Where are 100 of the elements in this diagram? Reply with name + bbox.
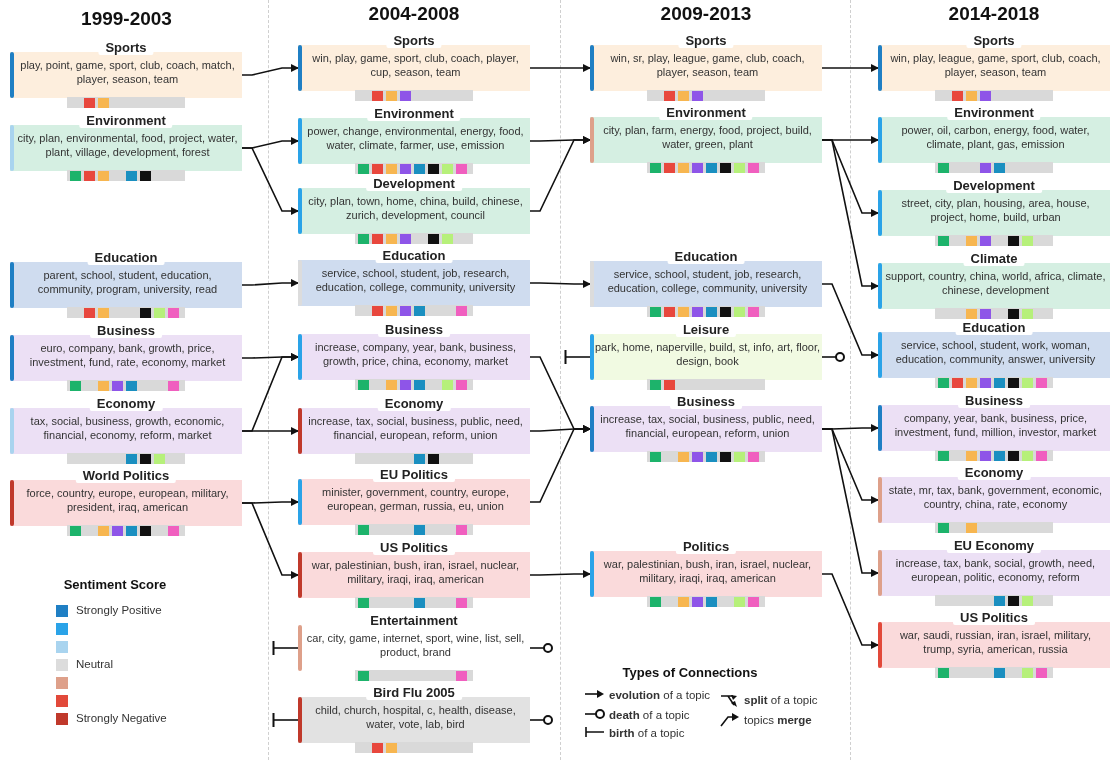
topic-title: Business [90, 323, 162, 338]
period-heading: 2009-2013 [659, 3, 753, 25]
connector-arrow [241, 147, 299, 215]
topic-card [878, 320, 1110, 388]
topic-keywords: force, country, europe, european, military, president, iraq, american [25, 486, 230, 514]
connector-arrow [821, 428, 879, 577]
topic-card [878, 105, 1110, 173]
legend-title: Sentiment Score [62, 577, 168, 592]
topic-keywords: minister, government, country, europe, european, german, russia, eu, union [321, 485, 510, 513]
topic-card [590, 539, 822, 607]
topic-card [590, 394, 822, 462]
topic-card [878, 33, 1110, 101]
legend-text: Strongly Positive [76, 604, 162, 616]
connector-arrow [529, 64, 591, 72]
topic-keywords: car, city, game, internet, sport, wine, list, sell, product, brand [305, 631, 526, 659]
connector-arrow [529, 280, 591, 288]
connector-arrow [241, 427, 299, 435]
topic-card [298, 685, 530, 753]
topic-title: Development [366, 176, 462, 191]
legend-title: Types of Connections [621, 665, 759, 680]
topic-keywords: increase, company, year, bank, business, growth, price, china, economy, market [314, 340, 517, 368]
topic-title: Education [375, 248, 453, 263]
topic-keywords: increase, tax, bank, social, growth, need, european, politic, economy, reform [894, 556, 1097, 584]
topic-keywords: service, school, student, work, woman, education, community, answer, university [894, 338, 1097, 366]
topic-title: Bird Flu 2005 [366, 685, 462, 700]
period-heading: 2014-2018 [947, 3, 1041, 25]
topic-card [590, 249, 822, 317]
connector-arrow [241, 502, 299, 579]
topic-keywords: power, oil, carbon, energy, food, water, climate, plant, gas, emission [900, 123, 1091, 151]
topic-card [878, 538, 1110, 606]
topic-card [298, 106, 530, 174]
topic-card [298, 322, 530, 390]
topic-card [10, 468, 242, 536]
topic-keywords: service, school, student, job, research, education, college, community, university [606, 267, 809, 295]
topic-card [10, 396, 242, 464]
topic-keywords: play, point, game, sport, club, coach, match, player, season, team [19, 58, 236, 86]
topic-card [298, 467, 530, 535]
topic-card [298, 176, 530, 244]
topic-title: Sports [678, 33, 734, 48]
topic-keywords: company, year, bank, business, price, investment, fund, million, investor, market [893, 411, 1098, 439]
period-heading: 2004-2008 [367, 3, 461, 25]
topic-title: EU Economy [946, 538, 1042, 553]
topic-keywords: euro, company, bank, growth, price, investment, fund, rate, economy, market [28, 341, 227, 369]
topic-card [10, 113, 242, 181]
topic-title: Environment [367, 106, 461, 121]
topic-keywords: city, plan, farm, energy, food, project, build, water, green, plant [602, 123, 813, 151]
topic-title: Sports [98, 40, 154, 55]
topic-keywords: state, mr, tax, bank, government, economic, country, china, rate, economy [887, 483, 1104, 511]
legend-text: death of a topic [609, 709, 690, 721]
topic-title: EU Politics [373, 467, 455, 482]
topic-keywords: service, school, student, job, research, education, college, community, university [314, 266, 517, 294]
topic-title: Sports [966, 33, 1022, 48]
connector-arrow [241, 279, 299, 287]
legend-text: split of a topic [744, 694, 818, 706]
topic-card [298, 396, 530, 464]
topic-title: Economy [89, 396, 163, 411]
topic-keywords: increase, tax, social, business, public, need, financial, european, reform, union [307, 414, 524, 442]
topic-title: Environment [947, 105, 1041, 120]
legend-text: evolution of a topic [609, 689, 710, 701]
connector-arrow [241, 64, 299, 76]
topic-title: World Politics [75, 468, 177, 483]
legend-text: birth of a topic [609, 727, 685, 739]
topic-title: Environment [659, 105, 753, 120]
topic-title: Business [670, 394, 742, 409]
topic-keywords: city, plan, town, home, china, build, chinese, zurich, development, council [307, 194, 524, 222]
topic-keywords: win, play, game, sport, club, coach, player, cup, season, team [311, 51, 520, 79]
topic-keywords: city, plan, environmental, food, project, water, plant, village, development, forest [16, 131, 239, 159]
topic-title: US Politics [373, 540, 455, 555]
topic-card [10, 323, 242, 391]
legend-text: Strongly Negative [76, 712, 167, 724]
topic-card [590, 105, 822, 173]
topic-title: Education [667, 249, 745, 264]
topic-card [878, 251, 1110, 319]
topic-card [878, 610, 1110, 678]
topic-title: Sports [386, 33, 442, 48]
topic-title: Education [87, 250, 165, 265]
topic-keywords: war, palestinian, bush, iran, israel, nuclear, military, iraqi, iraq, american [602, 557, 813, 585]
topic-keywords: win, sr, play, league, game, club, coach, player, season, team [609, 51, 806, 79]
connector-arrow [821, 283, 879, 359]
topic-keywords: increase, tax, social, business, public, need, financial, european, reform, union [599, 412, 816, 440]
topic-card [590, 33, 822, 101]
topic-keywords: child, church, hospital, c, health, disease, water, vote, lab, bird [314, 703, 517, 731]
legend-text: Neutral [76, 658, 114, 670]
topic-keywords: parent, school, student, education, community, program, university, read [36, 268, 219, 296]
connector-arrow [821, 139, 879, 290]
topic-card [878, 465, 1110, 533]
topic-keywords: street, city, plan, housing, area, house, project, home, build, urban [900, 196, 1091, 224]
topic-card [10, 250, 242, 318]
legend-text: topics merge [744, 714, 812, 726]
topic-keywords: war, palestinian, bush, iran, israel, nuclear, military, iraqi, iraq, american [310, 558, 521, 586]
connector-arrow [529, 136, 591, 212]
topic-title: Environment [79, 113, 173, 128]
topic-card [298, 248, 530, 316]
topic-keywords: support, country, china, world, africa, climate, chinese, development [884, 269, 1107, 297]
topic-keywords: win, play, league, game, sport, club, coach, player, season, team [889, 51, 1102, 79]
topic-card [10, 40, 242, 108]
topic-keywords: war, saudi, russian, iran, israel, military, trump, syria, american, russia [898, 628, 1093, 656]
connector-arrow [529, 425, 591, 503]
topic-card [298, 33, 530, 101]
connector-arrow [821, 64, 879, 72]
